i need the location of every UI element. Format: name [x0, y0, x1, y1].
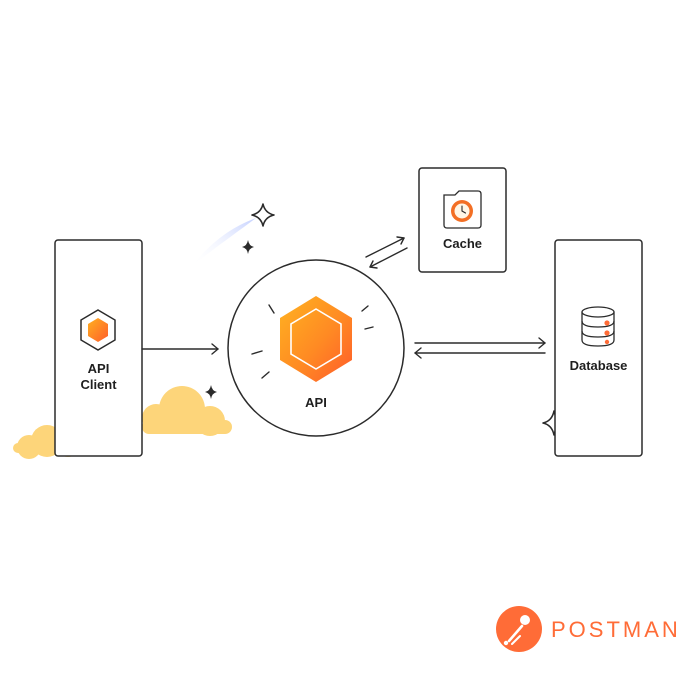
database-node: [554, 239, 643, 457]
hexagon-icon: [80, 309, 116, 351]
edge-api-cache: [365, 236, 408, 269]
clock-folder-icon: [443, 190, 482, 229]
edge-client-to-api: [141, 343, 219, 355]
cloud-center-decoration: [142, 386, 232, 436]
edge-api-database: [414, 337, 546, 359]
cache-label: Cache: [442, 236, 483, 251]
sparkle-icon: [205, 385, 217, 399]
database-label: Database: [569, 358, 628, 373]
api-client-label-line1: API: [87, 361, 110, 376]
api-client-label: API Client: [55, 361, 142, 393]
sparkle-icon: [242, 240, 254, 254]
hexagon-icon: [280, 296, 352, 382]
brand-wordmark: POSTMAN: [551, 617, 680, 642]
glow-lines-decoration: [251, 304, 374, 379]
postman-astronaut-icon: [496, 606, 542, 652]
database-icon: [581, 306, 615, 347]
sparkle-icon: [251, 203, 275, 227]
api-client-label-line2: Client: [80, 377, 117, 392]
comet-trail-decoration: [192, 218, 256, 266]
api-label: API: [305, 395, 327, 410]
